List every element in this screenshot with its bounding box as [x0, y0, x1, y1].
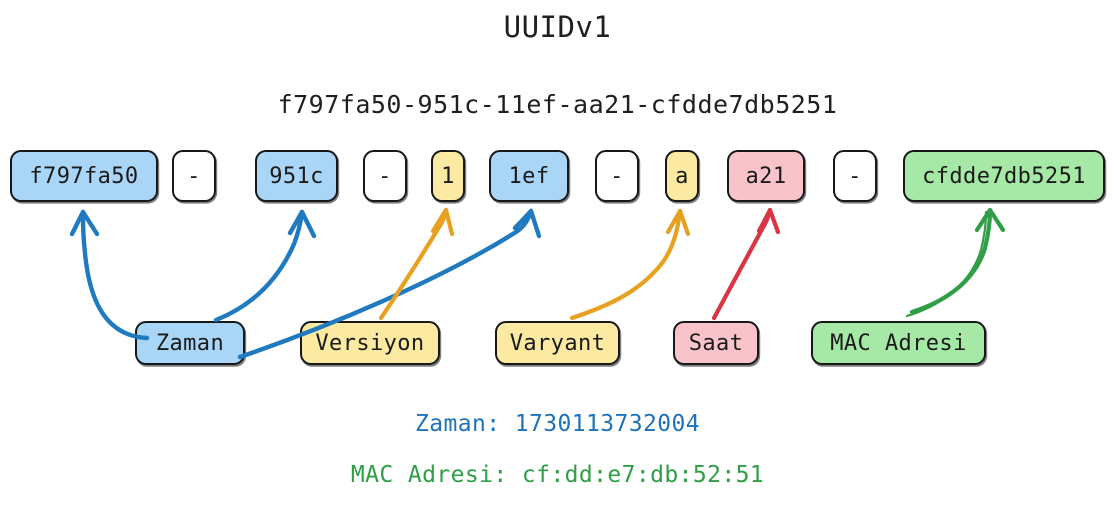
segment-chip-time-mid[interactable]: 951c — [255, 150, 338, 202]
segment-chip-mac-node[interactable]: cfdde7db5251 — [903, 150, 1105, 202]
legend-tag-versiyon[interactable]: Versiyon — [300, 321, 440, 365]
segment-chip-separator-1[interactable]: - — [172, 150, 216, 202]
footer-zaman-value: Zaman: 1730113732004 — [415, 411, 700, 437]
page-title: UUIDv1 — [503, 10, 612, 44]
uuid-string: f797fa50-951c-11ef-aa21-cfdde7db5251 — [277, 90, 838, 119]
footer-mac-value: MAC Adresi: cf:dd:e7:db:52:51 — [350, 462, 765, 488]
arrow-saat-to-clock-seq — [711, 207, 781, 321]
legend-tag-saat[interactable]: Saat — [673, 321, 759, 365]
legend-tag-varyant[interactable]: Varyant — [495, 321, 620, 365]
legend-tag-mac-adresi[interactable]: MAC Adresi — [811, 321, 986, 365]
segment-chip-separator-2[interactable]: - — [363, 150, 407, 202]
segment-chip-clock-seq[interactable]: a21 — [727, 150, 805, 202]
arrow-zaman-to-time-mid — [213, 209, 317, 323]
arrow-zaman-to-time-low — [69, 209, 150, 341]
segment-chip-version[interactable]: 1 — [431, 150, 465, 202]
segment-chip-separator-3[interactable]: - — [595, 150, 639, 202]
arrow-varyant-to-variant — [569, 208, 691, 321]
arrow-versiyon-to-version — [378, 207, 455, 321]
segment-chip-time-high[interactable]: 1ef — [489, 150, 569, 202]
arrow-mac-adresi-to-mac-node — [905, 207, 1006, 318]
segment-chip-separator-4[interactable]: - — [833, 150, 877, 202]
segment-chip-time-low[interactable]: f797fa50 — [10, 150, 158, 202]
legend-tag-zaman[interactable]: Zaman — [135, 321, 245, 365]
segment-chip-variant[interactable]: a — [665, 150, 699, 202]
